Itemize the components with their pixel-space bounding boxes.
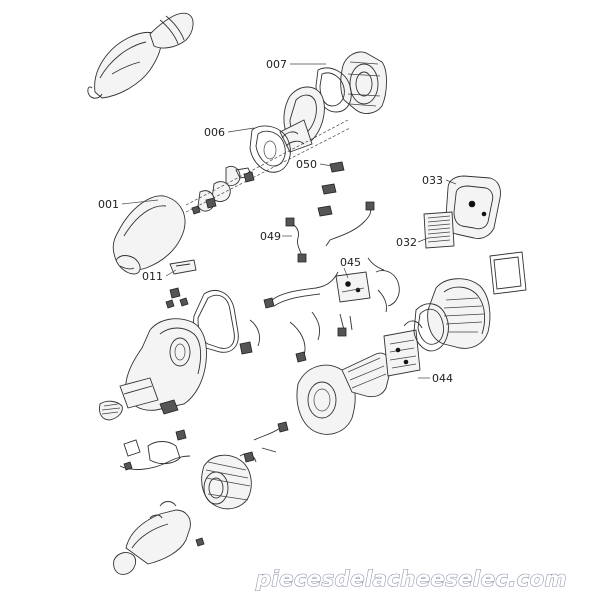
- part-011-latch: [169, 259, 197, 275]
- part-033-filter-frame: [445, 175, 501, 239]
- part-050-small-clip: [317, 161, 345, 217]
- square-gasket: [489, 251, 527, 295]
- rear-cover-housing: [413, 278, 491, 352]
- part-044-battery-pack: [383, 320, 423, 377]
- part-006-filter-assembly: [249, 86, 325, 173]
- main-handle-body: [119, 318, 207, 411]
- label-032: 032: [396, 236, 417, 249]
- assembled-vacuum-illustration: [87, 12, 194, 99]
- label-045: 045: [340, 256, 361, 269]
- lower-bracket-parts: [119, 429, 191, 471]
- label-044: 044: [432, 372, 453, 385]
- main-wiring-loom: [239, 271, 353, 363]
- label-001: 001: [98, 198, 119, 211]
- label-050: 050: [296, 158, 317, 171]
- motor-wire: [243, 421, 289, 463]
- label-011: 011: [142, 270, 163, 283]
- label-006: 006: [204, 126, 225, 139]
- motor-unit: [201, 453, 257, 510]
- part-001-dust-container: [112, 195, 186, 275]
- part-007-fan-housing: [315, 51, 387, 114]
- small-parts-cluster: [191, 165, 255, 215]
- part-045-circuit-board: [335, 257, 400, 313]
- watermark-text: piecesdelacheeselec.com: [255, 567, 567, 591]
- part-049-wire-harness: [285, 201, 375, 263]
- label-007: 007: [266, 58, 287, 71]
- part-labels: 007 006 050 001 033 049 032 045 011 044: [98, 58, 453, 385]
- label-049: 049: [260, 230, 281, 243]
- motor-housing-cylinder: [296, 352, 391, 435]
- screws-left: [165, 287, 189, 309]
- trigger-buttons: [99, 399, 179, 421]
- leader-lines: [121, 63, 457, 379]
- part-032-filter-pad: [423, 211, 455, 249]
- label-033: 033: [422, 174, 443, 187]
- bottom-nozzle-piece: [113, 501, 205, 575]
